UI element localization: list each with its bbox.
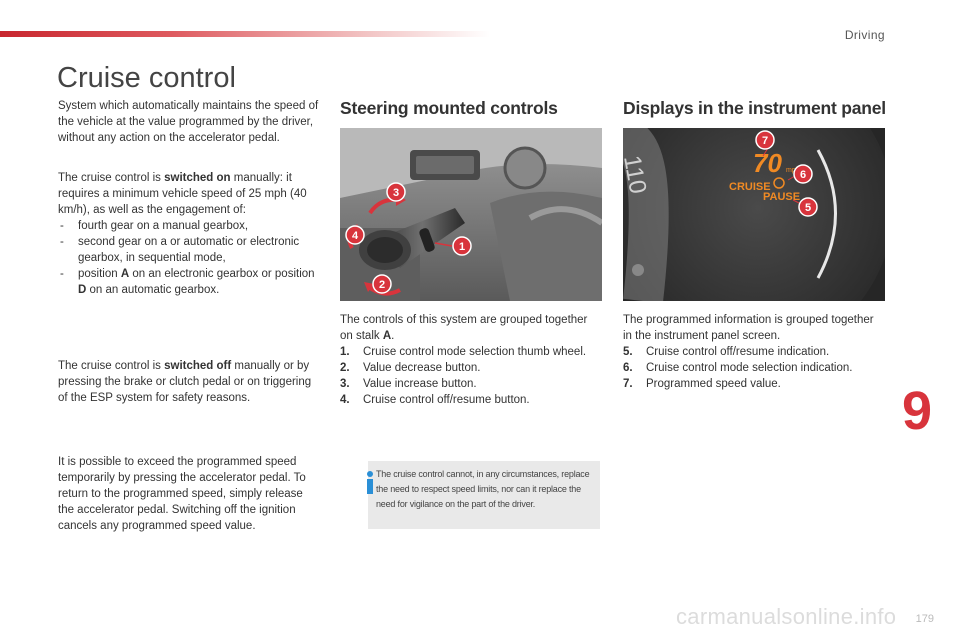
- info-note: The cruise control cannot, in any circum…: [367, 461, 600, 529]
- list-item: 7.Programmed speed value.: [623, 378, 781, 390]
- list-item: -second gear on a or automatic or electr…: [60, 236, 300, 264]
- callout-1: 1: [459, 241, 465, 253]
- callout-4: 4: [352, 230, 359, 242]
- display-cruise: CRUISE: [729, 181, 771, 193]
- displays-heading: Displays in the instrument panel: [623, 98, 886, 118]
- cruise-icon: [773, 177, 785, 189]
- header-accent-bar: [0, 31, 490, 37]
- switch-off-paragraph: The cruise control is switched off manua…: [58, 360, 312, 404]
- list-item: -position A on an electronic gearbox or …: [60, 268, 315, 296]
- steering-heading: Steering mounted controls: [340, 98, 558, 118]
- watermark: carmanualsonline.info: [676, 604, 897, 629]
- instrument-panel-image: 110 70 mph CRUISE PAUSE 5 6 7: [623, 128, 885, 301]
- callout-3: 3: [393, 187, 399, 199]
- chapter-number: 9: [902, 381, 933, 441]
- list-item: 5.Cruise control off/resume indication.: [623, 346, 830, 358]
- display-speed: 70: [753, 148, 782, 178]
- page-title: Cruise control: [57, 62, 236, 94]
- callout-2: 2: [379, 279, 385, 291]
- callout-7: 7: [762, 135, 768, 147]
- callout-5: 5: [805, 202, 811, 214]
- info-icon: [367, 471, 373, 494]
- display-unit: mph: [786, 167, 800, 174]
- steering-stalk-image: 1 2 3 4: [340, 128, 602, 301]
- display-indications-list: The programmed information is grouped to…: [623, 312, 885, 392]
- list-item: 6.Cruise control mode selection indicati…: [623, 362, 853, 374]
- exceed-speed-paragraph: It is possible to exceed the programmed …: [58, 456, 306, 532]
- display-pause: PAUSE: [763, 191, 800, 203]
- section-label: Driving: [844, 28, 885, 42]
- list-item: 4.Cruise control off/resume button.: [340, 394, 530, 406]
- switch-on-block: The cruise control is switched on manual…: [58, 170, 320, 298]
- list-item: 1.Cruise control mode selection thumb wh…: [340, 346, 587, 358]
- info-note-text: The cruise control cannot, in any circum…: [376, 469, 590, 509]
- gauge-label: 110: [623, 153, 651, 195]
- list-item: 2.Value decrease button.: [340, 362, 481, 374]
- switch-on-paragraph: The cruise control is switched on manual…: [58, 172, 307, 216]
- intro-text: System which automatically maintains the…: [58, 98, 320, 146]
- list-item: -fourth gear on a manual gearbox,: [60, 220, 249, 232]
- gear-requirements-list: -fourth gear on a manual gearbox, -secon…: [58, 218, 320, 298]
- displays-intro: The programmed information is grouped to…: [623, 314, 874, 342]
- callout-6: 6: [800, 169, 806, 181]
- page-number: 179: [915, 613, 934, 625]
- steering-controls-list: The controls of this system are grouped …: [340, 312, 602, 408]
- switch-off-block: The cruise control is switched off manua…: [58, 358, 320, 406]
- list-item: 3.Value increase button.: [340, 378, 477, 390]
- steering-intro: The controls of this system are grouped …: [340, 314, 588, 342]
- intro-paragraph: System which automatically maintains the…: [58, 100, 319, 144]
- exceed-speed-block: It is possible to exceed the programmed …: [58, 454, 320, 534]
